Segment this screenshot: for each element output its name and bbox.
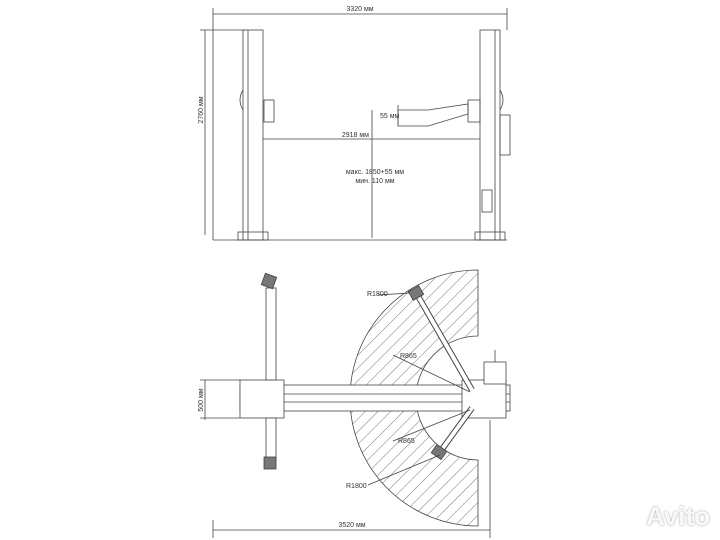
inner-radius-top-label: R865 xyxy=(400,353,417,360)
left-arm-top xyxy=(265,287,277,381)
arm-height-label: 55 мм xyxy=(380,113,400,120)
outer-radius-bottom-label: R1800 xyxy=(346,483,367,490)
front-view xyxy=(200,8,511,241)
inner-radius-bottom-label: R865 xyxy=(398,438,415,445)
motor-top xyxy=(483,361,507,385)
avito-watermark: Avito xyxy=(645,501,710,531)
left-arm-bottom xyxy=(265,417,277,463)
top-view xyxy=(200,269,511,538)
depth-label: 500 мм xyxy=(198,388,205,411)
left-post xyxy=(242,29,264,241)
left-post-base xyxy=(239,379,285,419)
length-label: 3520 мм xyxy=(338,522,365,529)
right-post xyxy=(479,29,501,241)
motor xyxy=(499,114,511,156)
lift-arm xyxy=(397,103,469,127)
lift-min-label: мин. 110 мм xyxy=(355,178,394,185)
right-carriage xyxy=(467,99,481,123)
width-label: 3320 мм xyxy=(346,6,373,13)
lift-max-label: макс. 1850+55 мм xyxy=(346,169,404,176)
height-label: 2760 мм xyxy=(198,96,205,123)
inner-width-label: 2918 мм xyxy=(342,132,369,139)
left-carriage xyxy=(263,99,275,123)
outer-radius-top-label: R1800 xyxy=(367,291,388,298)
